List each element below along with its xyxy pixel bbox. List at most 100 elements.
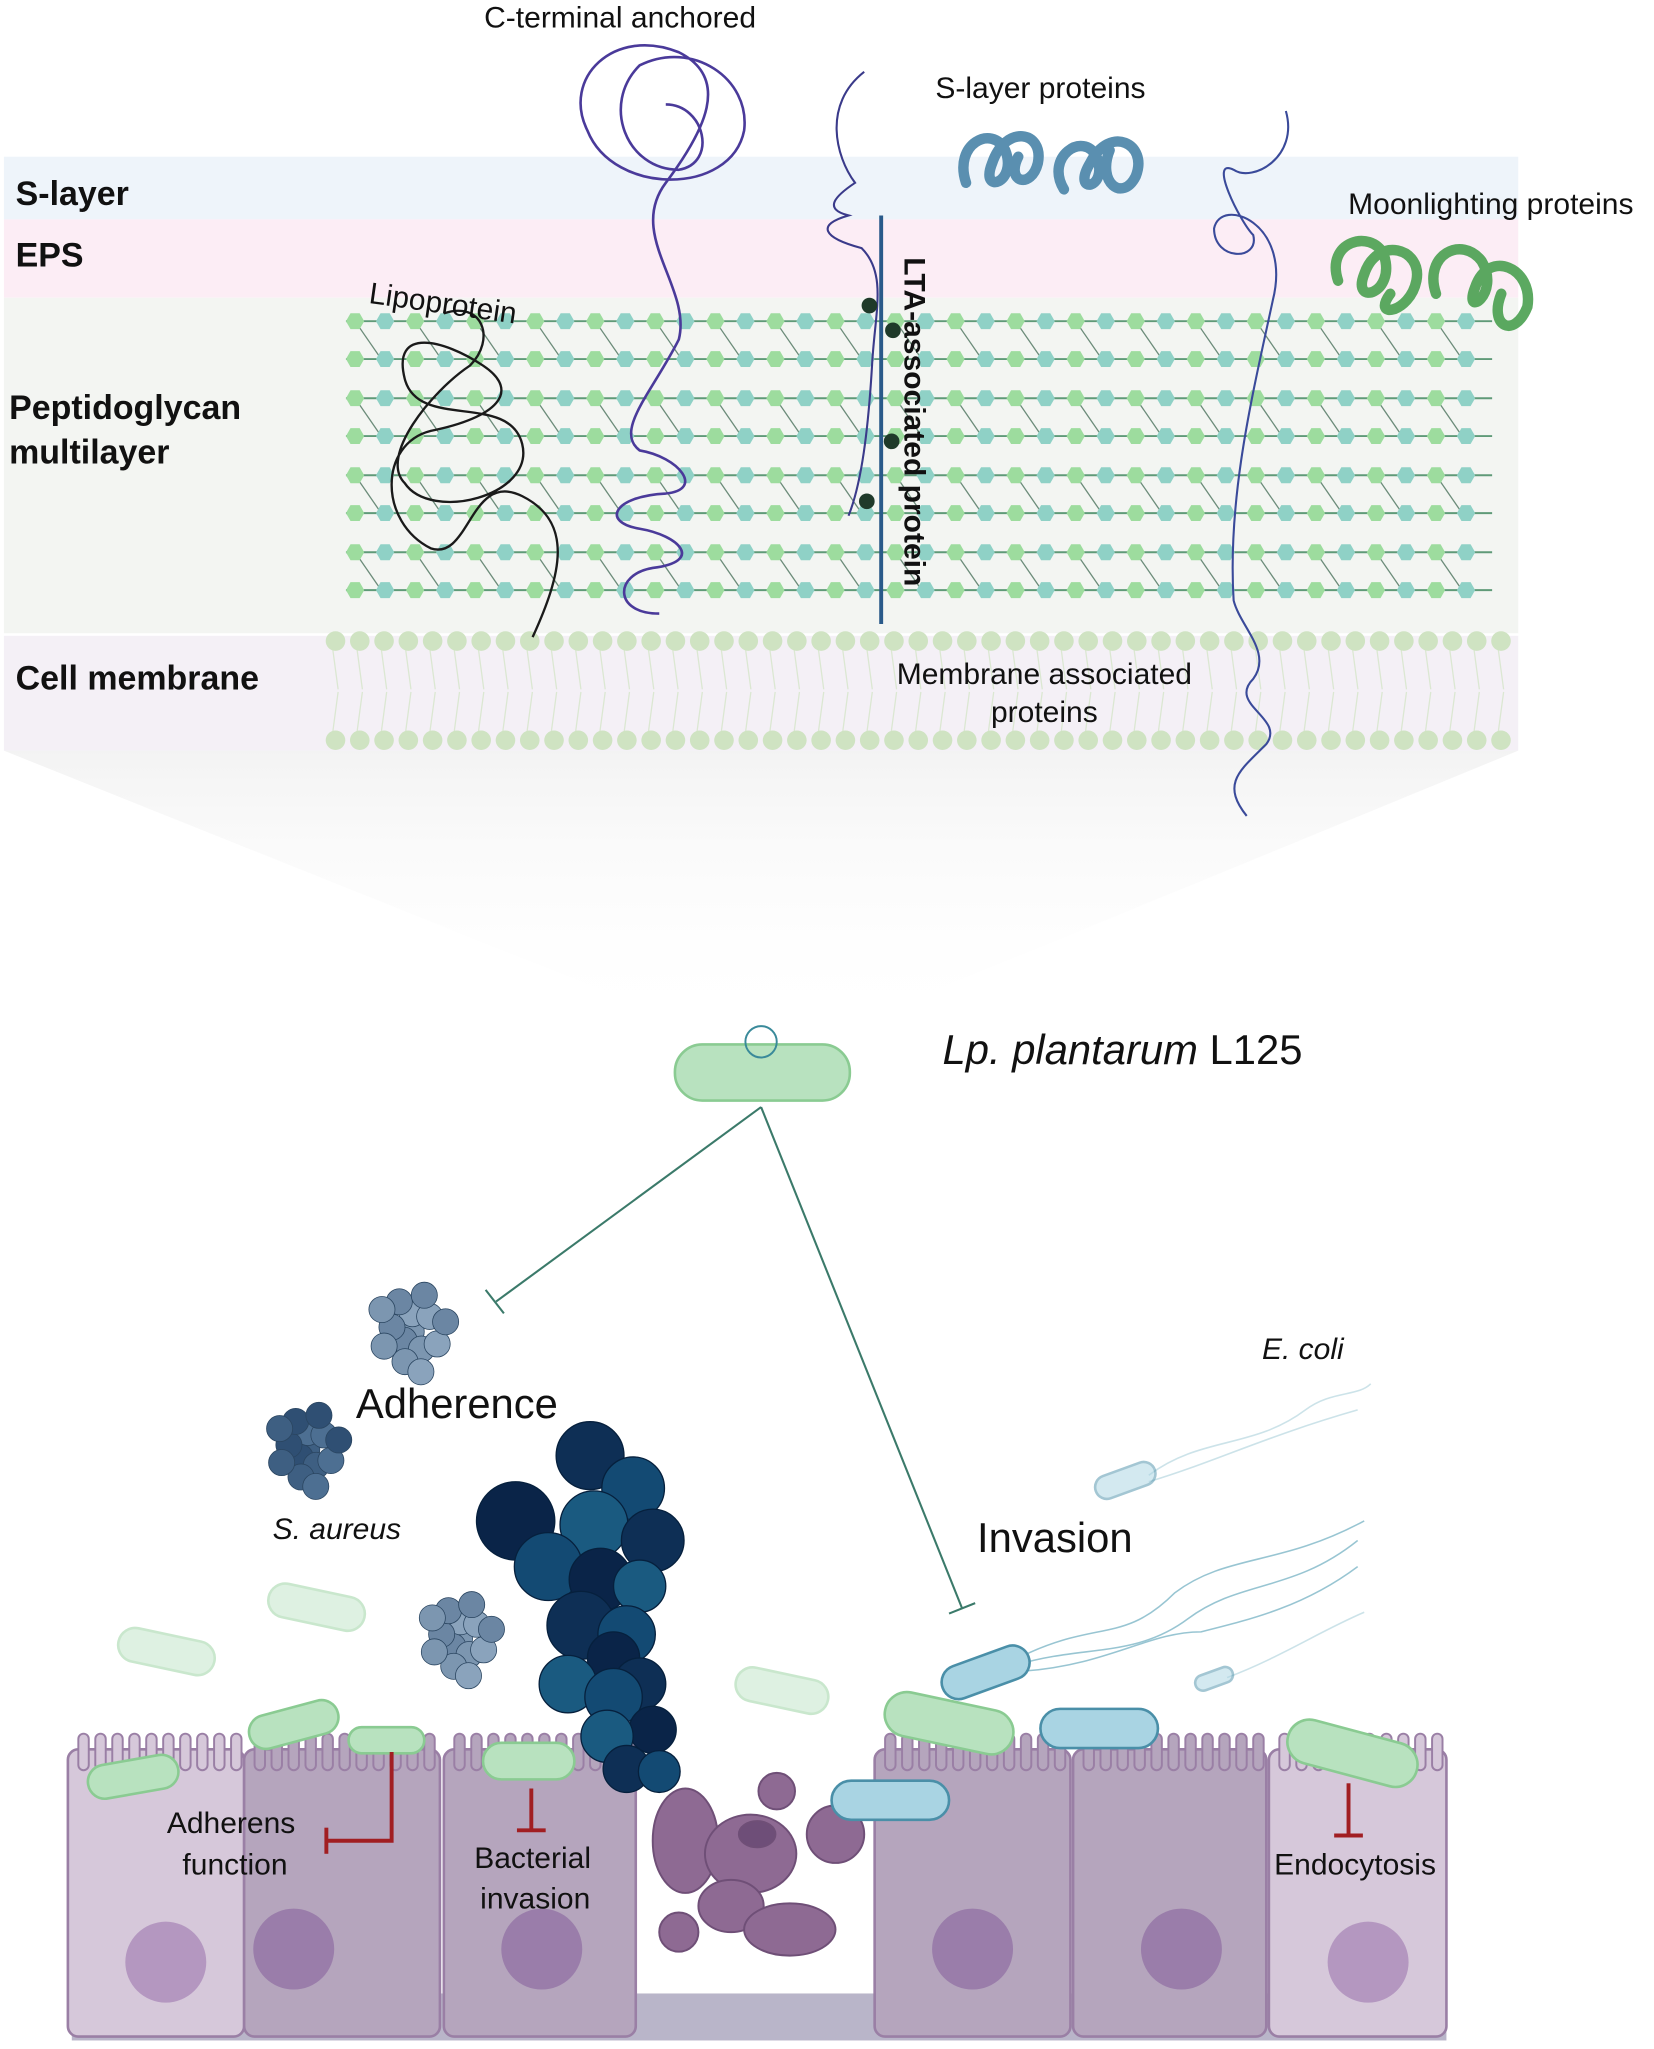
lipid-head	[787, 730, 807, 751]
lipid-tail	[429, 650, 436, 690]
lipid-head	[374, 730, 394, 751]
sugar-hexagon	[1156, 390, 1175, 407]
lipid-head	[1369, 631, 1390, 651]
sugar-hexagon	[736, 313, 755, 330]
lipid-tail	[890, 650, 898, 690]
lipid-head	[471, 631, 491, 651]
lipid-tail	[647, 691, 655, 732]
sugar-hexagon	[466, 390, 485, 407]
sugar-hexagon	[1426, 505, 1446, 522]
microvillus	[470, 1732, 483, 1772]
lipid-tail	[1497, 650, 1505, 690]
lipid-head	[689, 730, 710, 751]
sugar-hexagon	[1366, 505, 1386, 522]
sugar-hexagon	[736, 390, 755, 407]
lipid-head	[1296, 730, 1317, 751]
sugar-hexagon	[1036, 351, 1055, 368]
lipid-head	[398, 631, 419, 651]
sugar-hexagon	[1456, 467, 1476, 484]
sugar-hexagon	[946, 428, 965, 445]
lipid-head	[471, 730, 491, 751]
lipid-tail	[963, 650, 971, 690]
sugar-hexagon	[766, 582, 785, 599]
sugar-hexagon	[616, 544, 635, 561]
microvillus	[1184, 1732, 1197, 1772]
sugar-hexagon	[1246, 467, 1265, 484]
sugar-hexagon	[766, 351, 785, 368]
sugar-hexagon	[1246, 313, 1265, 330]
sugar-hexagon	[1006, 313, 1025, 330]
lipid-tail	[1376, 691, 1383, 732]
sugar-hexagon	[1156, 467, 1175, 484]
lipid-tail	[1036, 691, 1043, 732]
lipid-tail	[745, 650, 752, 690]
label-strain: Lp. plantarum L125	[943, 1026, 1303, 1073]
sugar-hexagon	[616, 313, 635, 330]
lipid-head	[1126, 730, 1147, 751]
lipid-head	[1151, 730, 1171, 751]
sugar-hexagon	[1366, 313, 1386, 330]
sugar-hexagon	[1456, 390, 1476, 407]
lipid-head	[908, 730, 929, 751]
sugar-hexagon	[946, 544, 965, 561]
lipid-tail	[477, 650, 485, 690]
sugar-hexagon	[1096, 467, 1115, 484]
lipid-tail	[1012, 650, 1019, 690]
sugar-hexagon	[1276, 390, 1296, 407]
lipid-head	[1078, 631, 1099, 651]
coccus	[628, 1705, 677, 1754]
sugar-hexagon	[405, 505, 425, 522]
sugar-hexagon	[1456, 313, 1476, 330]
s-layer-band	[3, 156, 1519, 220]
lipid-head	[787, 631, 807, 651]
lipid-head	[374, 631, 394, 651]
microvillus	[1019, 1732, 1033, 1772]
lipid-tail	[696, 691, 703, 732]
sugar-hexagon	[1216, 313, 1235, 330]
sugar-hexagon	[1126, 544, 1145, 561]
coccus	[455, 1662, 482, 1690]
sugar-hexagon	[586, 505, 605, 522]
lipid-head	[884, 631, 904, 651]
sugar-hexagon	[736, 351, 755, 368]
nucleus	[1327, 1921, 1409, 2003]
lipid-tail	[1279, 650, 1286, 690]
lipid-tail	[550, 691, 558, 732]
lipid-tail	[745, 691, 752, 732]
sugar-hexagon	[916, 582, 935, 599]
sugar-hexagon	[436, 505, 455, 522]
sugar-hexagon	[886, 351, 905, 368]
lipid-head	[1102, 631, 1123, 651]
sugar-hexagon	[436, 428, 455, 445]
lipid-head	[762, 730, 783, 751]
red-inhibition-markers	[324, 1751, 1363, 1854]
lipid-head	[1224, 631, 1244, 651]
sugar-hexagon	[1426, 428, 1446, 445]
sugar-hexagon	[676, 351, 695, 368]
lipid-head	[689, 631, 710, 651]
sugar-hexagon	[405, 582, 425, 599]
lipid-head	[762, 631, 783, 651]
sugar-hexagon	[646, 467, 665, 484]
lta-dot	[858, 493, 875, 510]
sugar-hexagon	[976, 313, 995, 330]
sugar-hexagon	[886, 582, 905, 599]
lipid-head	[1418, 631, 1438, 651]
lipid-tail	[1206, 691, 1213, 732]
sugar-hexagon	[1216, 467, 1235, 484]
lipid-tail	[1497, 691, 1505, 732]
sugar-hexagon	[946, 467, 965, 484]
sugar-hexagon	[796, 390, 815, 407]
sugar-hexagon	[676, 428, 695, 445]
sugar-hexagon	[1366, 544, 1386, 561]
sugar-hexagon	[1066, 505, 1085, 522]
lipid-head	[1345, 631, 1366, 651]
coccus	[368, 1296, 396, 1323]
sugar-hexagon	[345, 544, 365, 561]
sugar-hexagon	[1306, 390, 1326, 407]
lipid-tail	[1473, 650, 1480, 690]
sugar-hexagon	[826, 467, 845, 484]
lipid-head	[1345, 730, 1366, 751]
sugar-hexagon	[1336, 467, 1356, 484]
label-c-terminal-anchored: C-terminal anchored	[484, 1, 756, 34]
